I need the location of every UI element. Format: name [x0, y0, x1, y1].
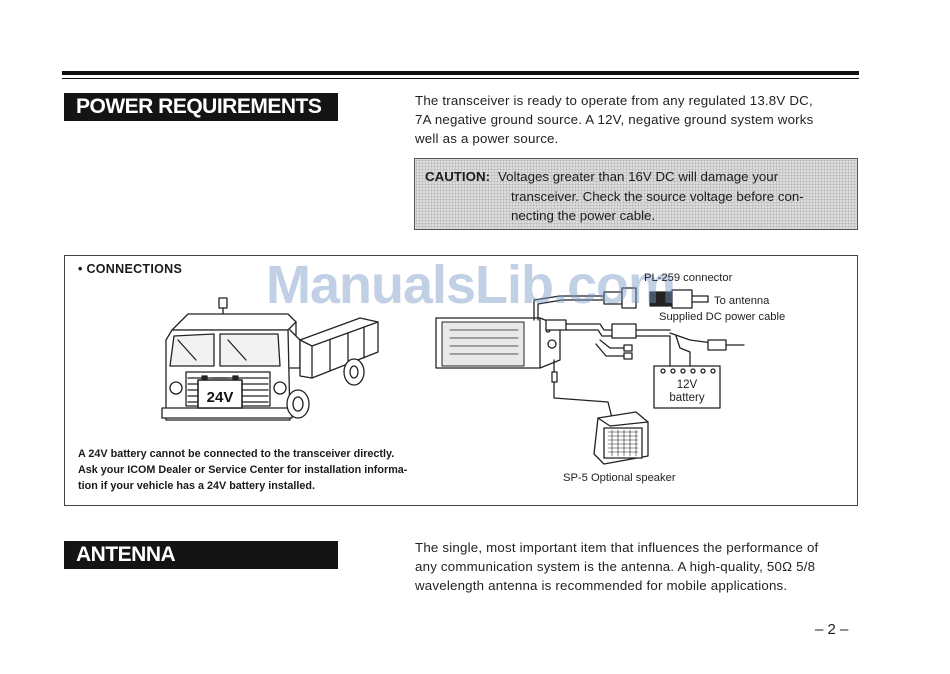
caution-line-2: transceiver. Check the source voltage be… — [511, 188, 804, 204]
battery-voltage-label: 12V — [677, 379, 698, 391]
power-line-3: well as a power source. — [415, 131, 559, 146]
power-requirements-heading: POWER REQUIREMENTS — [64, 93, 338, 121]
battery-word-label: battery — [669, 392, 704, 404]
top-rule — [62, 71, 859, 75]
antenna-heading: ANTENNA — [64, 541, 338, 569]
connections-frame — [64, 255, 858, 506]
antenna-line-3: wavelength antenna is recommended for mo… — [415, 578, 788, 593]
caution-line-3: necting the power cable. — [511, 208, 656, 223]
warning-line-1: A 24V battery cannot be connected to the… — [78, 448, 395, 460]
page-number: – 2 – — [815, 621, 849, 638]
transceiver-illustration — [435, 317, 567, 369]
watermark: ManualsLib.com — [266, 255, 676, 315]
power-line-2: 7A negative ground source. A 12V, negati… — [415, 112, 814, 127]
caution-box: CAUTION: Voltages greater than 16V DC wil… — [414, 158, 858, 230]
antenna-label: To antenna — [714, 295, 770, 307]
antenna-text: The single, most important item that inf… — [415, 538, 860, 595]
warning-line-3: tion if your vehicle has a 24V battery i… — [78, 480, 316, 492]
connections-heading: • CONNECTIONS — [78, 262, 183, 276]
antenna-line-1: The single, most important item that inf… — [415, 540, 819, 555]
truck-battery-label: 24V — [207, 389, 234, 406]
battery-12v-illustration — [653, 365, 721, 409]
warning-line-2: Ask your ICOM Dealer or Service Center f… — [78, 464, 408, 476]
antenna-cable — [533, 287, 709, 321]
antenna-line-2: any communication system is the antenna.… — [415, 559, 816, 574]
power-requirements-text: The transceiver is ready to operate from… — [415, 91, 860, 148]
connector-label: PL-259 connector — [644, 272, 733, 284]
top-rule-thin — [62, 78, 859, 79]
warning-24v-text: A 24V battery cannot be connected to the… — [78, 446, 478, 494]
truck-illustration — [161, 297, 379, 421]
speaker-illustration — [551, 359, 649, 465]
speaker-label: SP-5 Optional speaker — [563, 472, 676, 484]
power-cable-label: Supplied DC power cable — [659, 311, 786, 323]
caution-label: CAUTION: — [425, 169, 490, 184]
power-line-1: The transceiver is ready to operate from… — [415, 93, 813, 108]
dc-power-cable — [565, 323, 745, 367]
caution-line-1: Voltages greater than 16V DC will damage… — [498, 169, 779, 184]
